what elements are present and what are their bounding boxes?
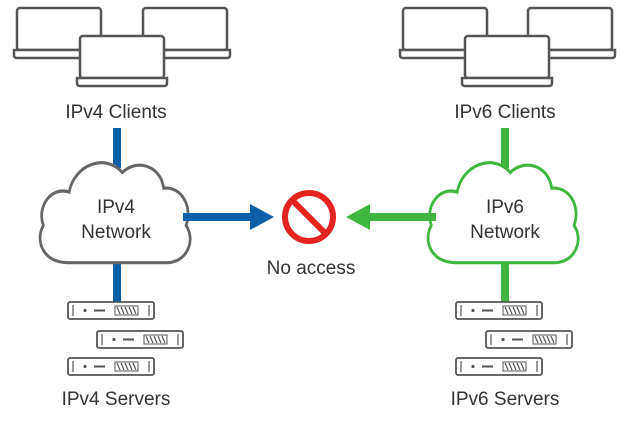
ipv6-network-label-line1: IPv6	[486, 197, 524, 218]
ipv6-network-label-line2: Network	[470, 222, 540, 243]
ipv4-servers-label: IPv4 Servers	[62, 389, 171, 410]
no-access-label: No access	[267, 258, 356, 279]
no-entry-icon	[282, 190, 336, 244]
ipv4-blocked-arrow	[183, 204, 274, 230]
ipv4-network-label-line1: IPv4	[97, 197, 135, 218]
ipv6-servers-icon	[455, 301, 573, 376]
ipv4-clients-label: IPv4 Clients	[65, 102, 166, 123]
ipv6-clients-label: IPv6 Clients	[454, 102, 555, 123]
ipv4-servers-icon	[67, 301, 184, 376]
ipv6-servers-label: IPv6 Servers	[451, 389, 560, 410]
ipv6-clients-icon	[398, 6, 617, 88]
ipv4-network-label-line2: Network	[81, 222, 151, 243]
ipv4-clients-icon	[12, 6, 232, 88]
ipv6-blocked-arrow	[346, 204, 436, 230]
